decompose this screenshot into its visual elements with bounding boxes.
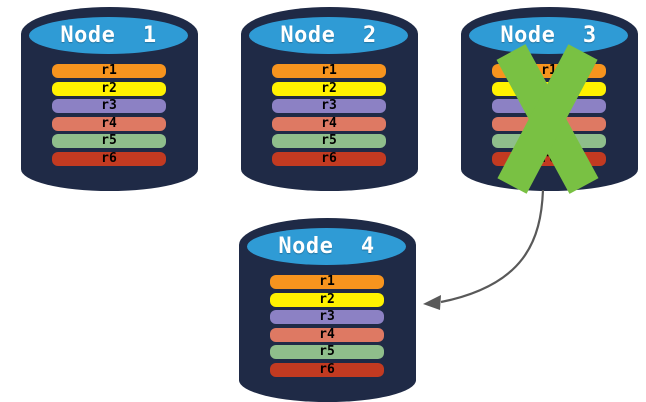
node-3-cylinder: Node 3 r1 r2 r3 r4 r5 r6 [461,7,638,191]
cylinder-top [249,17,408,54]
node-title: Node 2 [280,23,377,48]
record-bar-r6: r6 [52,150,166,166]
failover-arrow [423,189,545,310]
record-bar-r2: r2 [272,80,386,96]
record-label: r4 [101,115,117,131]
record-label: r6 [319,361,335,377]
record-bar-r2: r2 [270,291,384,307]
record-label: r2 [541,80,557,96]
record-label: r5 [321,133,337,148]
record-label: r5 [101,133,117,148]
record-bar-r6: r6 [272,150,386,166]
record-label: r1 [101,63,117,78]
record-bar-r1: r1 [492,64,606,78]
record-bar-r1: r1 [52,64,166,78]
node-1-cylinder: Node 1 r1 r2 r3 r4 r5 r6 [21,7,198,191]
cylinder-top [29,17,188,54]
record-bar-r2: r2 [492,80,606,96]
record-list: r1 r2 r3 r4 r5 r6 [270,275,384,377]
record-bar-r2: r2 [52,80,166,96]
node-title: Node 4 [278,234,375,259]
record-bar-r6: r6 [492,150,606,166]
record-label: r3 [101,98,117,113]
cylinder-top [247,228,406,265]
record-label: r4 [319,326,335,342]
record-label: r2 [319,291,335,307]
record-bar-r6: r6 [270,361,384,377]
record-list: r1 r2 r3 r4 r5 r6 [52,64,166,166]
node-title: Node 3 [500,23,597,48]
record-label: r3 [319,309,335,324]
record-bar-r3: r3 [52,99,166,113]
record-bar-r3: r3 [270,310,384,324]
node-2-cylinder: Node 2 r1 r2 r3 r4 r5 r6 [241,7,418,191]
record-bar-r5: r5 [492,134,606,148]
record-bar-r4: r4 [272,115,386,131]
record-label: r5 [319,344,335,359]
record-label: r6 [321,150,337,166]
record-list: r1 r2 r3 r4 r5 r6 [492,64,606,166]
record-label: r3 [541,98,557,113]
record-label: r6 [541,150,557,166]
record-bar-r4: r4 [270,326,384,342]
record-bar-r1: r1 [270,275,384,289]
record-bar-r5: r5 [272,134,386,148]
node-4-cylinder: Node 4 r1 r2 r3 r4 r5 r6 [239,218,416,402]
record-bar-r3: r3 [272,99,386,113]
record-label: r5 [541,133,557,148]
record-list: r1 r2 r3 r4 r5 r6 [272,64,386,166]
record-label: r1 [541,63,557,78]
record-label: r4 [321,115,337,131]
record-label: r1 [319,274,335,289]
record-bar-r4: r4 [52,115,166,131]
record-bar-r3: r3 [492,99,606,113]
record-label: r4 [541,115,557,131]
record-label: r6 [101,150,117,166]
node-title: Node 1 [60,23,157,48]
record-bar-r4: r4 [492,115,606,131]
record-bar-r1: r1 [272,64,386,78]
record-label: r2 [321,80,337,96]
record-bar-r5: r5 [270,345,384,359]
record-label: r1 [321,63,337,78]
record-label: r2 [101,80,117,96]
record-bar-r5: r5 [52,134,166,148]
record-label: r3 [321,98,337,113]
